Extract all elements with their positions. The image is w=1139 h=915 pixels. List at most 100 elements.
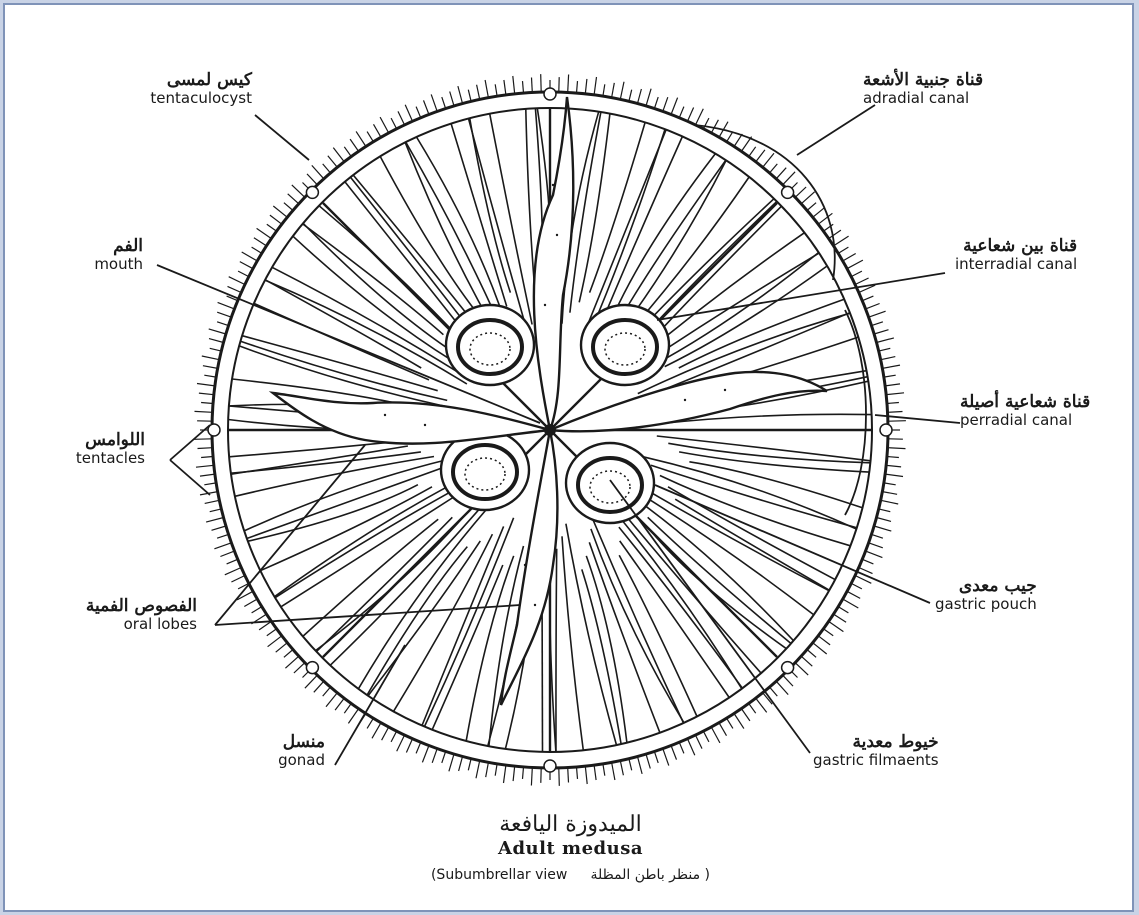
tentacle <box>594 77 596 95</box>
tentacle <box>770 687 778 696</box>
tentaculocyst-notch <box>306 662 318 674</box>
tentacle <box>513 766 515 781</box>
tentacle <box>559 768 560 786</box>
tentacle <box>231 576 245 583</box>
tentacle <box>240 262 253 269</box>
tentacle <box>267 224 277 231</box>
tentacle <box>200 474 215 476</box>
caption: الميدوزة اليافعة Adult medusa (Subumbrel… <box>5 813 1136 883</box>
tentacle <box>391 731 397 742</box>
radial-canal <box>303 519 438 636</box>
tentacle <box>541 74 542 92</box>
tentacle <box>843 254 856 262</box>
tentacle <box>523 81 524 93</box>
tentacle <box>711 727 720 743</box>
tentacle <box>823 629 833 636</box>
perradial-canal-label: قناة شعاعية أصيلة perradial canal <box>960 393 1090 428</box>
tentaculocyst-label: كيس لمسى tentaculocyst <box>150 71 252 106</box>
tentacle <box>209 329 226 334</box>
caption-view: (Subumbrellar view ( منظر باطن المظلة <box>5 865 1136 883</box>
tentacle <box>851 271 862 277</box>
tentacle <box>305 675 317 688</box>
radial-canal <box>562 536 583 750</box>
perradial-canal-label-ar: قناة شعاعية أصيلة <box>960 393 1090 412</box>
tentacle <box>270 215 282 224</box>
tentacle <box>886 465 901 467</box>
tentacle <box>344 147 351 157</box>
tentacle <box>307 174 317 185</box>
tentacle <box>795 663 808 675</box>
radial-canal <box>275 487 459 598</box>
tentacle <box>795 187 806 197</box>
tentacle <box>468 90 471 102</box>
tentacle <box>888 412 903 413</box>
tentacle <box>577 767 578 779</box>
tentaculocyst-notch <box>544 760 556 772</box>
radial-canal <box>241 341 448 400</box>
gastric-pouch-label-en: gastric pouch <box>935 596 1037 613</box>
tentacle <box>620 761 623 776</box>
tentacle <box>335 698 344 710</box>
caption-view-ar: ( منظر باطن المظلة <box>590 867 710 883</box>
radial-canal <box>358 504 490 689</box>
tentacle <box>703 731 709 742</box>
leader-tentaculocyst <box>255 115 309 160</box>
tentacle <box>227 559 238 564</box>
tentacle <box>424 100 429 114</box>
tentacle <box>594 765 596 780</box>
radial-canal <box>619 527 743 688</box>
tentacle <box>288 194 299 204</box>
mouth-label-en: mouth <box>94 256 143 273</box>
tentacle <box>807 203 816 211</box>
tentaculocyst-notch <box>782 662 794 674</box>
tentacle <box>866 304 880 309</box>
tentacle <box>220 551 234 556</box>
tentacle <box>866 551 883 558</box>
gastric-pouch-label-ar: جيب معدى <box>935 577 1037 596</box>
radial-canal <box>432 565 503 730</box>
tentacle <box>442 752 446 763</box>
tentacle <box>398 111 405 125</box>
tentacle <box>688 108 694 122</box>
tentacle <box>217 534 228 538</box>
oral-lobe-left <box>273 393 550 444</box>
tentacle <box>838 607 848 613</box>
tentacle <box>204 483 216 485</box>
tentacle <box>888 448 906 449</box>
leader-tentacles-2 <box>170 460 210 495</box>
tentacle <box>882 492 897 495</box>
tentacles-label: اللوامس tentacles <box>76 431 145 466</box>
perradial-canal-label-en: perradial canal <box>960 412 1090 429</box>
caption-view-en: (Subumbrellar view <box>431 867 567 883</box>
tentacle <box>879 348 891 351</box>
tentacle <box>847 260 863 269</box>
tentacle <box>807 650 816 658</box>
tentacle <box>204 375 216 377</box>
tentacle <box>348 709 358 724</box>
tentacle <box>431 94 437 111</box>
tentacle <box>504 80 506 95</box>
radial-canal <box>275 488 446 597</box>
oral-lobes-label: الفصوص الفمية oral lobes <box>86 597 197 632</box>
tentacle <box>495 84 497 96</box>
tentacle <box>855 278 869 285</box>
tentacle <box>284 203 293 211</box>
tentaculocyst-notch <box>880 424 892 436</box>
adradial-canal-label: قناة جنبية الأشعة adradial canal <box>863 71 983 106</box>
tentacle <box>333 148 344 162</box>
tentacle <box>881 357 896 360</box>
radial-canal <box>353 175 474 323</box>
tentacle <box>749 147 756 157</box>
tentacle <box>495 764 497 776</box>
tentacle <box>879 509 891 512</box>
tentacle <box>834 236 849 246</box>
tentacle <box>485 80 488 98</box>
tentacle <box>252 607 262 613</box>
gonad-label: منسل gonad <box>278 733 325 768</box>
tentacle <box>638 757 643 774</box>
tentacle <box>882 365 900 368</box>
leader-tentacles-1 <box>170 425 210 460</box>
tentacle <box>756 150 765 162</box>
tentacle <box>847 591 860 598</box>
tentacle <box>869 543 883 548</box>
